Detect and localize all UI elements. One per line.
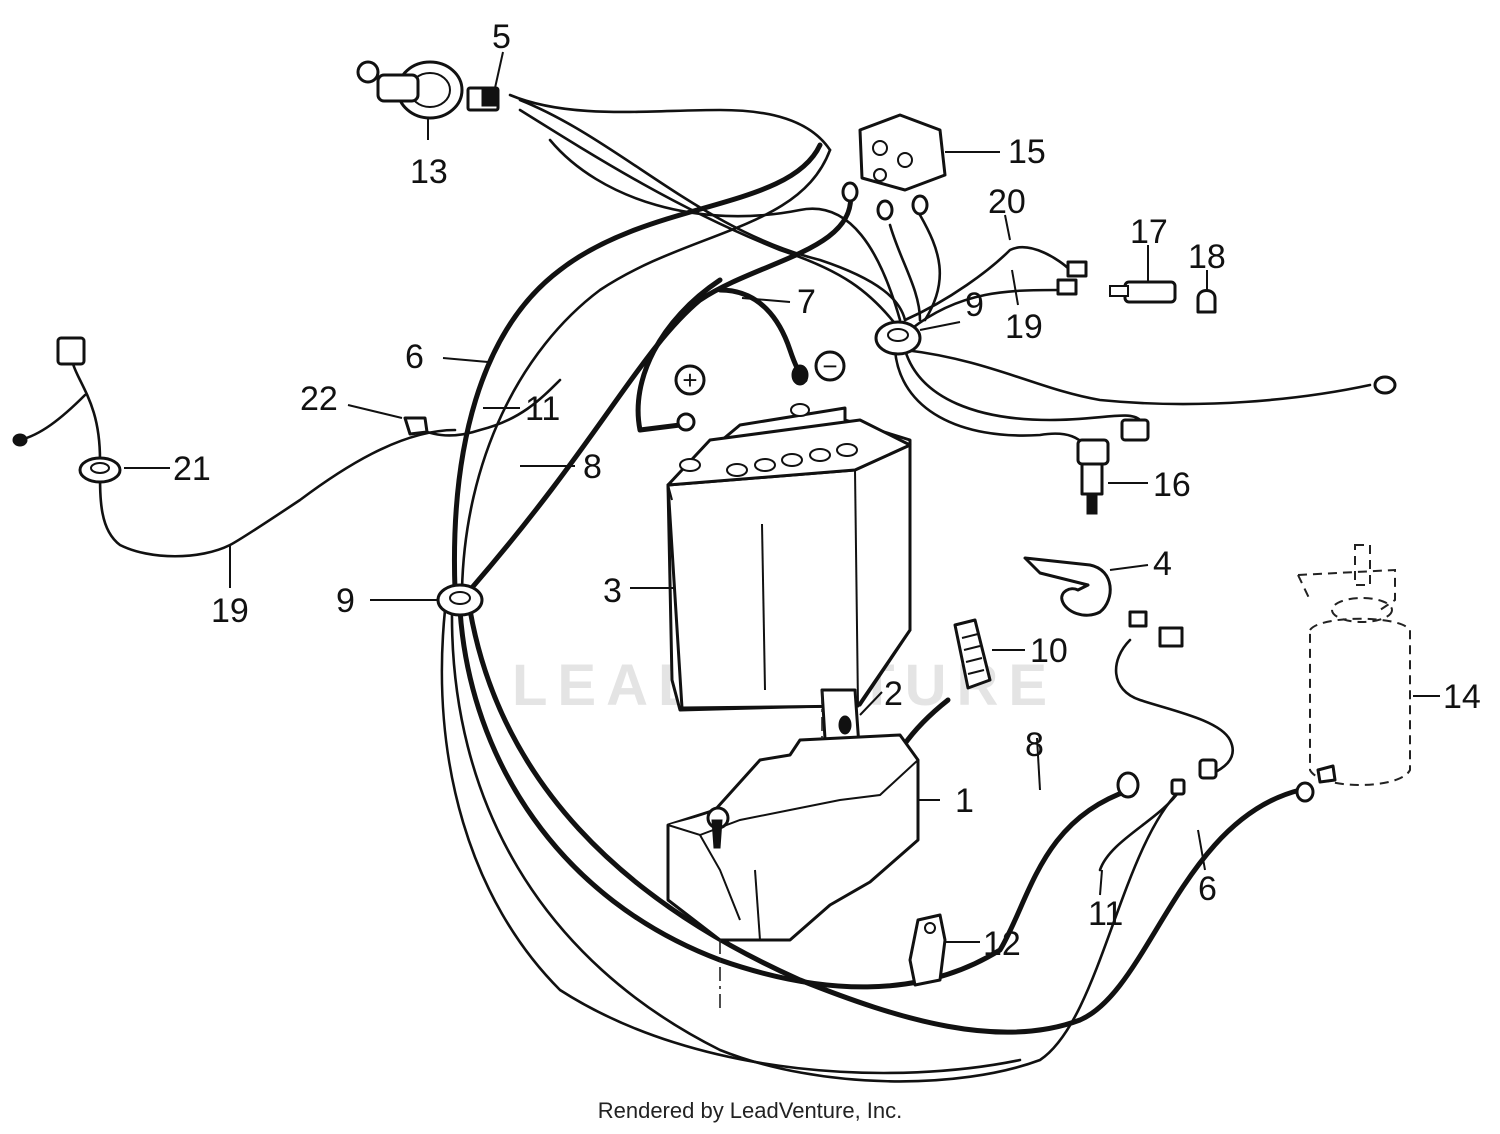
- part-21-grommet: [78, 456, 170, 484]
- callout-12: 12: [983, 925, 1021, 963]
- part-4-clip: [1023, 556, 1149, 617]
- callout-8-upper: 8: [583, 448, 602, 486]
- terminal-positive: +: [674, 364, 706, 432]
- callout-11-lower: 11: [1088, 895, 1123, 933]
- callout-18: 18: [1188, 238, 1226, 276]
- callout-19-right: 19: [1005, 308, 1043, 346]
- part-12-cable-clamp: [908, 913, 980, 987]
- callout-9-upper: 9: [965, 286, 984, 324]
- callout-19-left: 19: [211, 592, 249, 630]
- positive-symbol: +: [682, 365, 697, 395]
- callout-5: 5: [492, 18, 511, 56]
- callout-13: 13: [410, 153, 448, 191]
- callout-15: 15: [1008, 133, 1046, 171]
- callout-1: 1: [955, 782, 974, 820]
- part-10-fuse-holder: [953, 618, 1025, 690]
- callout-11-upper: 11: [525, 390, 560, 428]
- callout-17: 17: [1130, 213, 1168, 251]
- connectors-20: [1056, 260, 1088, 296]
- callout-4: 4: [1153, 545, 1172, 583]
- callout-16: 16: [1153, 466, 1191, 504]
- battery-cell-caps: [679, 403, 858, 477]
- part-1-battery-tray: [666, 690, 940, 1010]
- left-connector: [12, 336, 86, 447]
- callout-7: 7: [797, 283, 816, 321]
- part-18-cap: [1196, 270, 1217, 314]
- ring-terminals: [1116, 375, 1397, 803]
- footer-credit: Rendered by LeadVenture, Inc.: [597, 1098, 903, 1123]
- callout-22: 22: [300, 380, 338, 418]
- part-17-switch: [1109, 245, 1177, 304]
- part-16-connector: [1076, 418, 1150, 515]
- part-9-grommet-upper: [874, 320, 961, 356]
- part-3-battery: [630, 403, 912, 712]
- negative-symbol: −: [822, 351, 837, 381]
- callout-2: 2: [884, 675, 903, 713]
- wiring-harness: [18, 93, 1372, 1083]
- part-15-starter-solenoid: [841, 113, 1000, 221]
- callout-9-lower: 9: [336, 582, 355, 620]
- callout-6-lower: 6: [1198, 870, 1217, 908]
- part-9-grommet-lower: [370, 583, 484, 617]
- leader-lines: [229, 214, 1206, 896]
- terminal-negative: −: [791, 350, 846, 386]
- callout-14: 14: [1443, 678, 1481, 716]
- callout-20: 20: [988, 183, 1026, 221]
- callout-8-lower: 8: [1025, 726, 1044, 764]
- callout-10: 10: [1030, 632, 1068, 670]
- part-22-clip: [347, 404, 429, 436]
- part-13-ignition-key-switch: [356, 60, 464, 140]
- part-14-starter-motor: [1297, 544, 1440, 786]
- callout-labels: 1 2 3 4 5 6 6 7 8 8 9 9 10 11 11 12 13 1…: [173, 18, 1481, 963]
- callout-3: 3: [603, 572, 622, 610]
- callout-6-upper: 6: [405, 338, 424, 376]
- part-5-connector: [466, 51, 504, 112]
- callout-21: 21: [173, 450, 211, 488]
